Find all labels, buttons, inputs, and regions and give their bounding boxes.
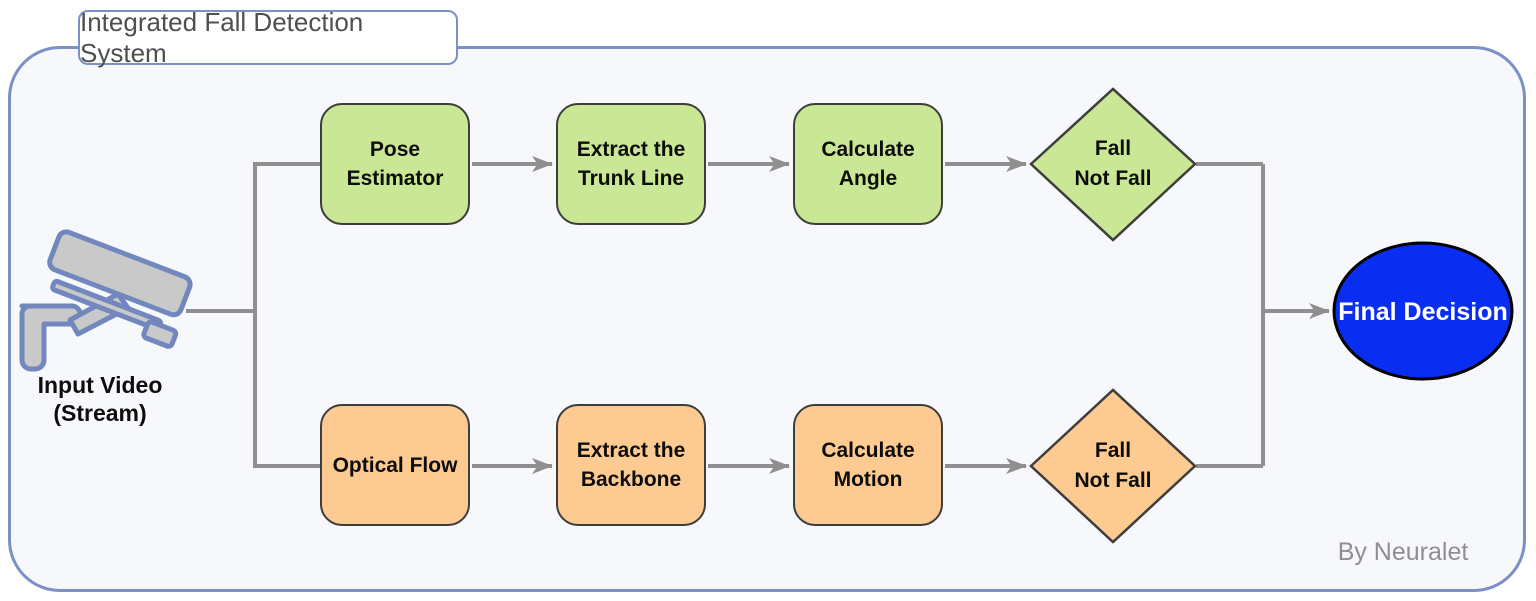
node-label-line: Optical Flow	[332, 453, 458, 477]
decision-label-line: Not Fall	[1074, 167, 1152, 190]
node-label-line: Calculate	[821, 138, 915, 161]
input-video-label: Input Video (Stream)	[5, 371, 195, 427]
node-label-line: Motion	[833, 468, 903, 491]
node-extract-backbone: Extract the Backbone	[556, 404, 706, 526]
final-decision-label: Final Decision	[1338, 297, 1508, 326]
node-label-line: Estimator	[346, 167, 444, 190]
decision-label-angle: Fall Not Fall	[1038, 131, 1188, 197]
node-optical-flow: Optical Flow	[320, 404, 470, 526]
node-extract-trunk-line: Extract the Trunk Line	[556, 103, 706, 225]
camera-lens	[141, 319, 179, 349]
title-box: Integrated Fall Detection System	[78, 7, 458, 68]
node-calculate-angle: Calculate Angle	[793, 103, 943, 225]
cctv-camera-icon	[19, 229, 193, 372]
node-label-line: Calculate	[821, 439, 915, 462]
credit-label: By Neuralet	[1337, 538, 1469, 566]
node-label-line: Extract the	[576, 439, 686, 462]
camera-body	[47, 229, 193, 318]
node-pose-estimator: Pose Estimator	[320, 103, 470, 225]
decision-diamond-angle	[1029, 87, 1197, 242]
decision-diamond-motion	[1029, 388, 1197, 544]
camera-bracket	[19, 303, 83, 372]
node-calculate-motion: Calculate Motion	[793, 404, 943, 526]
input-video-line2: (Stream)	[53, 400, 147, 426]
node-label-line: Angle	[838, 167, 898, 190]
final-decision-ellipse	[1332, 241, 1514, 381]
node-label-line: Pose	[369, 138, 421, 161]
decision-label-line: Not Fall	[1074, 469, 1152, 492]
node-label-line: Backbone	[580, 468, 682, 491]
node-label-line: Extract the	[576, 138, 686, 161]
page-title: Integrated Fall Detection System	[80, 6, 364, 68]
decision-label-line: Fall	[1094, 137, 1132, 160]
decision-label-motion: Fall Not Fall	[1038, 433, 1188, 499]
decision-label-line: Fall	[1094, 439, 1132, 462]
connector-group	[186, 156, 1330, 474]
input-video-line1: Input Video	[37, 372, 163, 398]
node-label-line: Trunk Line	[577, 167, 685, 190]
system-frame	[8, 46, 1526, 592]
